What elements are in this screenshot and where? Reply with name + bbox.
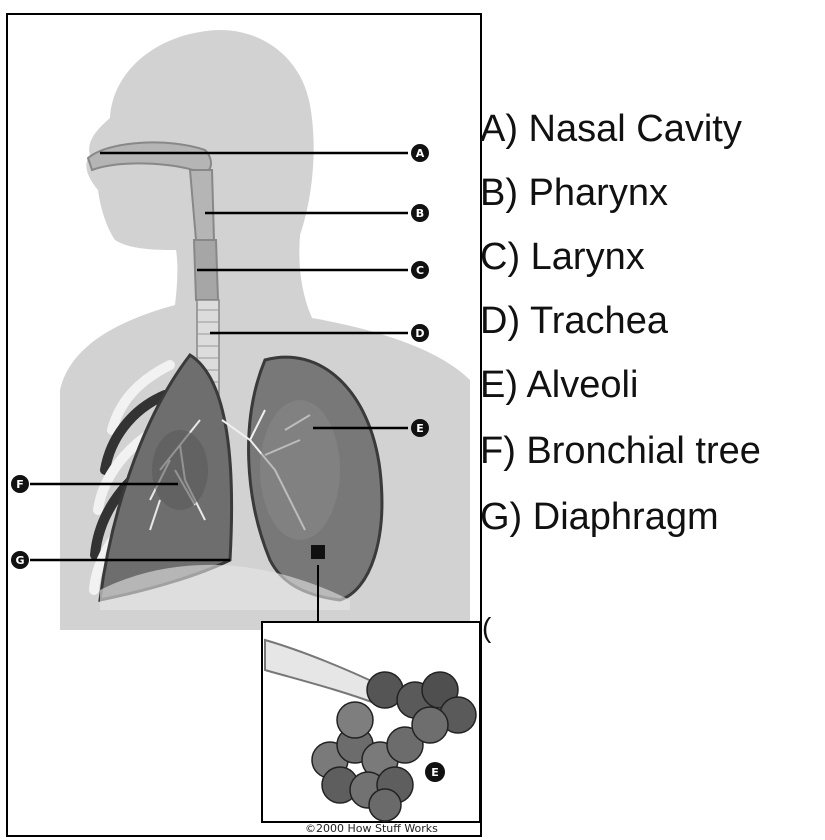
marker-e-small — [311, 545, 325, 559]
svg-text:D: D — [415, 327, 424, 340]
svg-text:E: E — [431, 766, 439, 779]
legend-pharynx: B) Pharynx — [480, 172, 668, 215]
legend-diaphragm: G) Diaphragm — [480, 496, 719, 539]
stray-mark: ( — [482, 612, 491, 644]
legend-larynx: C) Larynx — [480, 236, 645, 279]
svg-text:A: A — [416, 147, 425, 160]
svg-text:G: G — [15, 554, 24, 567]
marker-a: A — [411, 144, 429, 162]
marker-f: F — [11, 475, 29, 493]
copyright-text: ©2000 How Stuff Works — [305, 822, 438, 835]
svg-text:B: B — [416, 207, 424, 220]
legend-trachea: D) Trachea — [480, 300, 668, 343]
svg-text:F: F — [16, 478, 24, 491]
marker-b: B — [411, 204, 429, 222]
legend-nasal-cavity: A) Nasal Cavity — [480, 108, 742, 151]
legend-alveoli: E) Alveoli — [480, 364, 638, 407]
marker-d: D — [411, 324, 429, 342]
legend-bronchial-tree: F) Bronchial tree — [480, 430, 761, 473]
svg-text:E: E — [416, 422, 424, 435]
svg-text:C: C — [416, 264, 424, 277]
marker-c: C — [411, 261, 429, 279]
marker-e-inset: E — [425, 762, 445, 782]
marker-g: G — [11, 551, 29, 569]
marker-e: E — [411, 419, 429, 437]
